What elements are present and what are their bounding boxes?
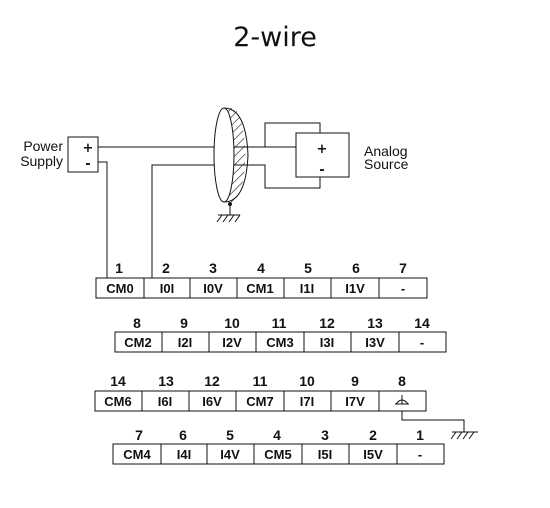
terminal-strip	[95, 277, 428, 299]
terminal-number: 1	[115, 260, 123, 276]
terminal-cell: -	[418, 447, 422, 462]
terminal-strip	[94, 390, 427, 412]
terminal-cell: I5I	[318, 447, 332, 462]
power-supply-plus: +	[83, 141, 94, 156]
power-supply-label-line1: Power	[23, 138, 63, 154]
terminal-number: 8	[133, 315, 141, 331]
terminal-cell: -	[401, 281, 405, 296]
terminal-strip	[112, 443, 445, 465]
terminal-number: 3	[321, 427, 329, 443]
terminal-number: 7	[135, 427, 143, 443]
power-supply-label-line2: Supply	[20, 153, 63, 169]
terminal-cell: I7I	[300, 394, 314, 409]
terminal-cell: CM0	[106, 281, 133, 296]
terminal-number: 11	[253, 373, 268, 389]
terminal-number: 1	[416, 427, 424, 443]
terminal-cell: I5V	[363, 447, 383, 462]
terminal-cell: I4I	[177, 447, 191, 462]
terminal-cell: CM4	[123, 447, 151, 462]
terminal-cell: I0V	[203, 281, 223, 296]
terminal-cell: I6V	[202, 394, 222, 409]
terminal-number: 14	[414, 315, 430, 331]
terminal-number: 9	[180, 315, 188, 331]
terminal-strip	[114, 331, 447, 353]
terminal-number: 3	[209, 260, 217, 276]
terminal-number: 8	[398, 373, 406, 389]
terminal-cell: CM5	[264, 447, 291, 462]
terminal-number: 13	[158, 373, 174, 389]
terminal-cell: CM2	[124, 335, 151, 350]
terminal-number: 6	[179, 427, 187, 443]
terminal-cell: I0I	[160, 281, 174, 296]
wire-cable-to-source-minus	[246, 164, 321, 189]
terminal-cell: CM6	[104, 394, 131, 409]
terminal-cell: CM7	[246, 394, 273, 409]
terminal-number: 5	[226, 427, 234, 443]
terminal-number: 2	[162, 260, 170, 276]
terminal-number: 13	[367, 315, 383, 331]
terminal-number: 6	[352, 260, 360, 276]
earth-ground-icon	[450, 431, 478, 440]
terminal-number: 14	[110, 373, 126, 389]
analog-source-minus: -	[319, 163, 324, 178]
terminal-cell: I2V	[222, 335, 242, 350]
analog-source-label-line2: Source	[364, 156, 409, 172]
terminal-cell: I1I	[300, 281, 314, 296]
terminal-number: 10	[224, 315, 240, 331]
analog-source-box	[295, 132, 350, 178]
terminal-number: 12	[319, 315, 335, 331]
terminal-cell: -	[420, 335, 424, 350]
terminal-number: 4	[257, 260, 265, 276]
analog-source-plus: +	[317, 142, 328, 157]
terminal-number: 10	[299, 373, 315, 389]
terminal-number: 7	[399, 260, 407, 276]
terminal-cell: I3I	[320, 335, 334, 350]
terminal-cell: I1V	[345, 281, 365, 296]
power-supply-minus: -	[85, 157, 90, 172]
cable-ground-icon	[216, 204, 241, 223]
terminal-row-3: 14 13 12 11 10 9 8 CM6 I6I I6V CM7 I7I I…	[94, 373, 427, 412]
terminal-row-1: 1 2 3 4 5 6 7 CM0 I0I I0V CM1 I1I I1V -	[95, 260, 428, 299]
terminal-cell: I6I	[158, 394, 172, 409]
terminal-number: 4	[273, 427, 281, 443]
terminal-number: 9	[351, 373, 359, 389]
terminal-number: 12	[204, 373, 220, 389]
terminal-row-2: 8 9 10 11 12 13 14 CM2 I2I I2V CM3 I3I I…	[114, 315, 447, 353]
shielded-cable-icon	[213, 107, 249, 206]
terminal-cell: I2I	[178, 335, 192, 350]
wire-psu-minus-to-cm0	[98, 161, 108, 278]
power-supply-box	[67, 136, 99, 173]
terminal-number: 2	[369, 427, 377, 443]
terminal-number: 5	[304, 260, 312, 276]
ground-symbol-icon	[395, 395, 409, 405]
terminal-cell: I4V	[220, 447, 240, 462]
terminal-number: 11	[272, 315, 287, 331]
terminal-row-4: 7 6 5 4 3 2 1 CM4 I4I I4V CM5 I5I I5V -	[112, 427, 445, 465]
diagram-title: 2-wire	[233, 22, 317, 53]
terminal-cell: CM3	[266, 335, 293, 350]
wire-ground-terminal	[401, 411, 465, 432]
terminal-cell: CM1	[246, 281, 273, 296]
analog-source-label-line1: Analog	[364, 143, 408, 159]
terminal-cell: I7V	[345, 394, 365, 409]
terminal-cell: I3V	[365, 335, 385, 350]
wire-cable-to-source-plus	[246, 122, 321, 148]
